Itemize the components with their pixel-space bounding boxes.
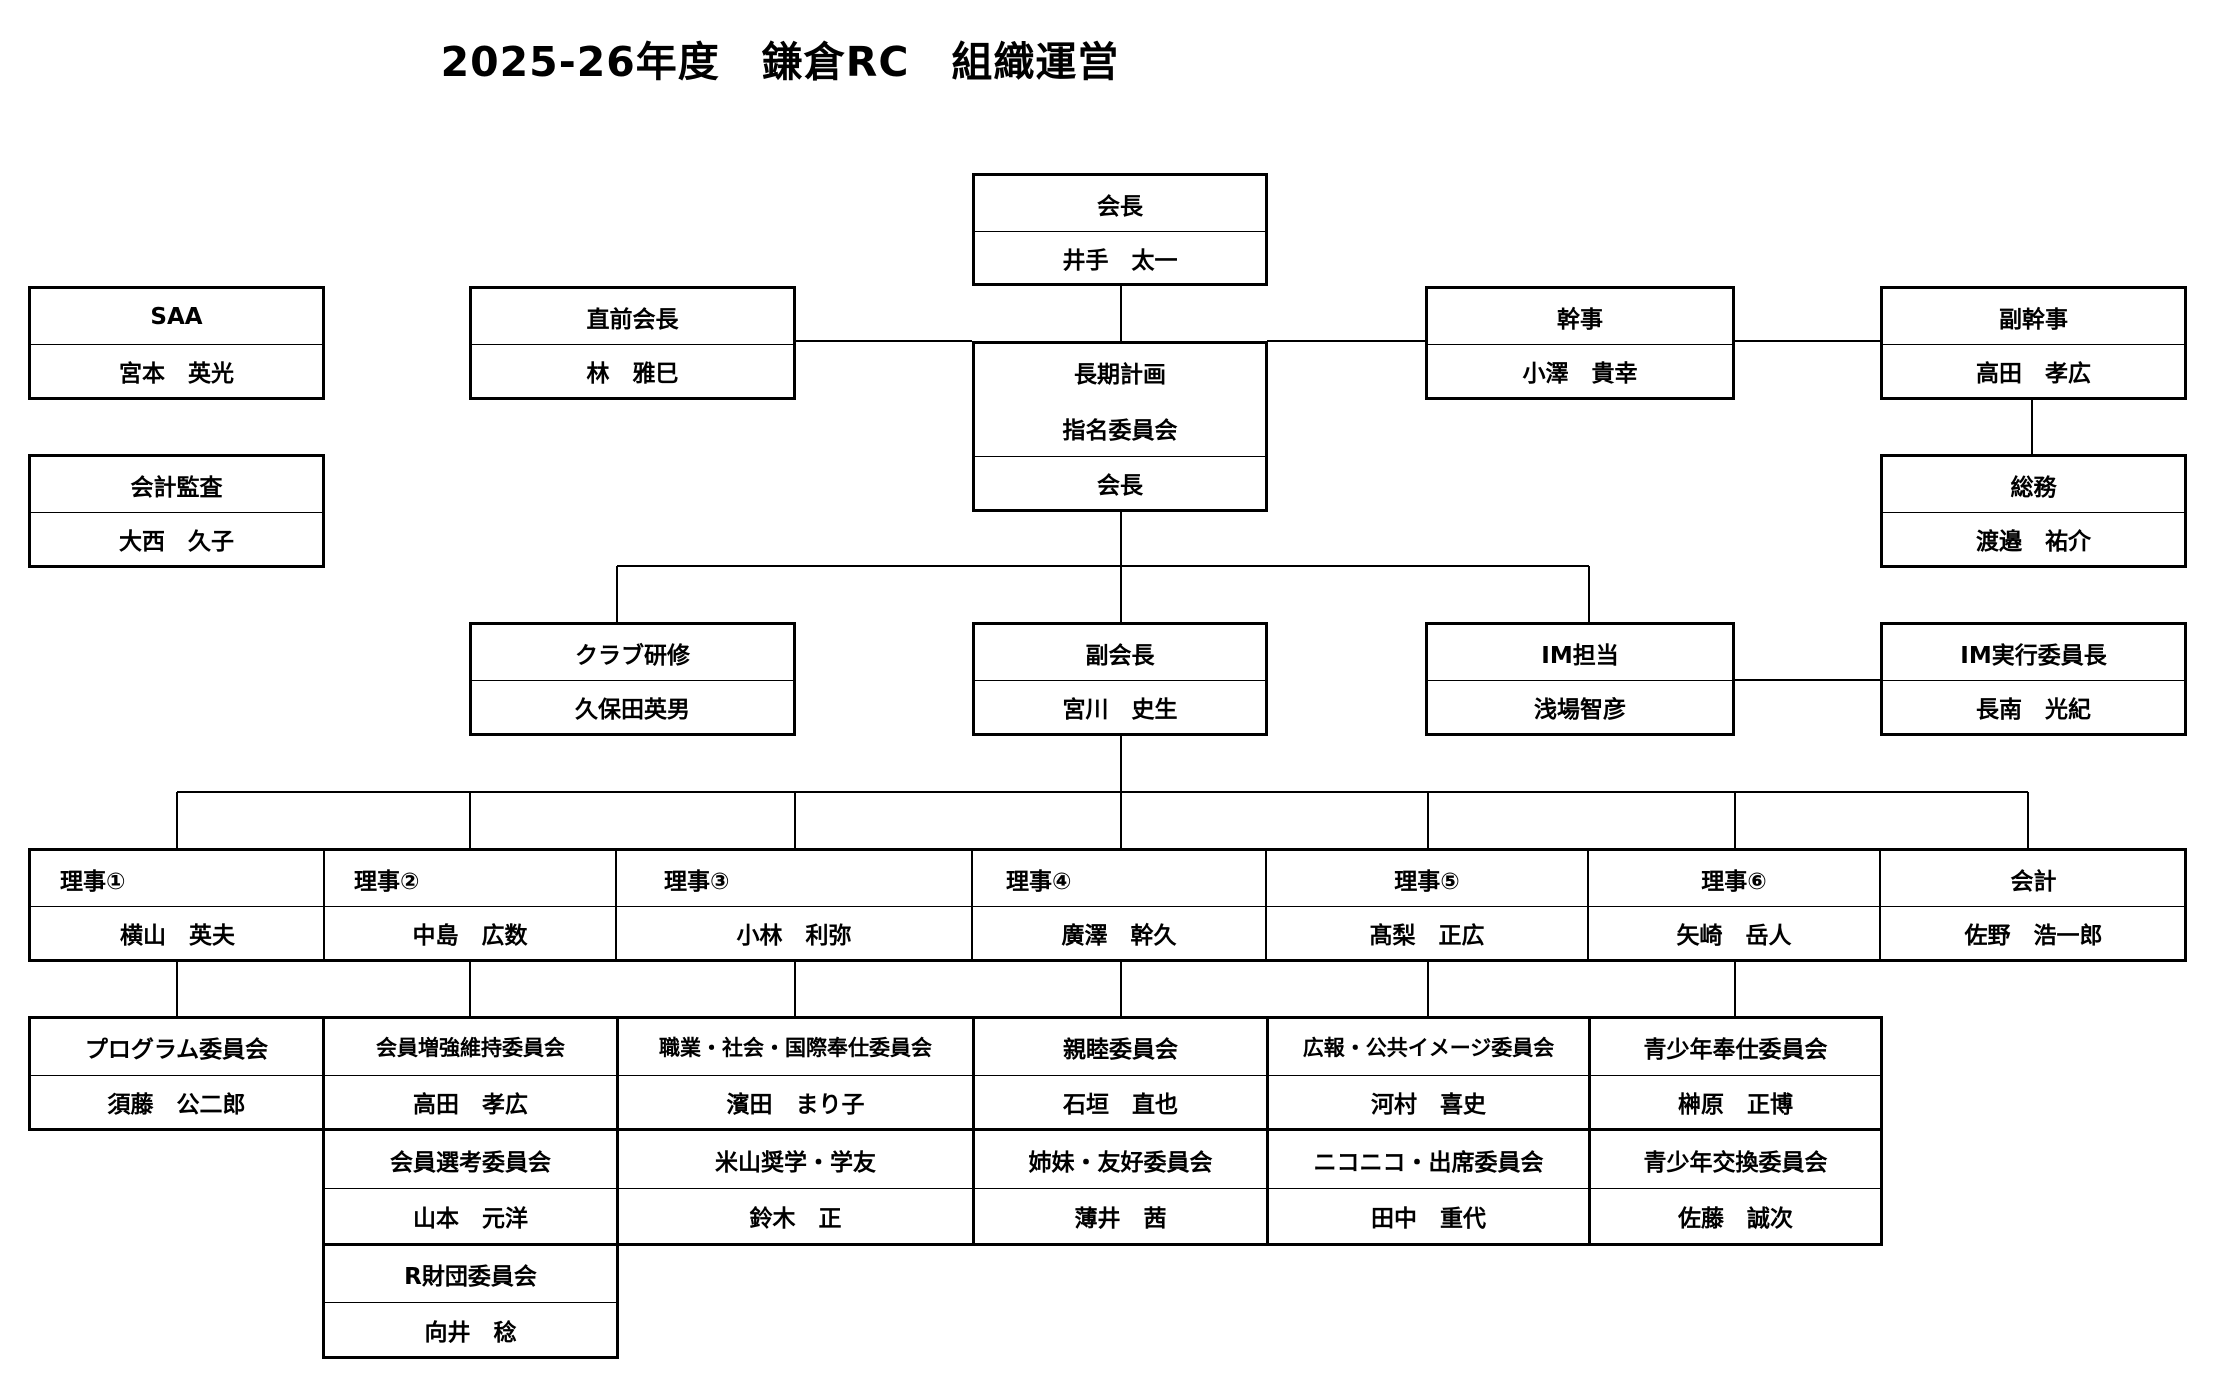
im-name: 浅場智彦 [1534,697,1626,723]
youth-exchange-committee-box: 青少年交換委員会 佐藤 誠次 [1588,1128,1883,1246]
director5-role: 理事⑤ [1394,869,1460,895]
director2-role: 理事② [354,869,420,895]
im-box: IM担当 浅場智彦 [1425,622,1735,736]
youth-service-committee-box: 青少年奉仕委員会 榊原 正博 [1588,1016,1883,1131]
fellowship-committee-name: 石垣 直也 [1063,1092,1178,1118]
director6-name: 矢崎 岳人 [1676,923,1792,949]
youth-service-committee-name: 榊原 正博 [1678,1092,1793,1118]
saa-name: 宮本 英光 [119,361,234,387]
vice-secretary-name: 高田 孝広 [1976,361,2091,387]
foundation-committee-role: R財団委員会 [325,1246,616,1303]
selection-committee-name: 山本 元洋 [413,1206,528,1232]
director4-role: 理事④ [1006,869,1072,895]
director6-role: 理事⑥ [1701,869,1767,895]
nomination-committee-role: 指名委員会 [975,400,1265,457]
president-name: 井手 太一 [1062,247,1178,274]
past-president-name: 林 雅巳 [586,361,679,387]
yoneyama-committee-name: 鈴木 正 [749,1206,842,1232]
secretary-role: 幹事 [1428,289,1732,345]
yoneyama-committee-box: 米山奨学・学友 鈴木 正 [616,1128,975,1246]
im-role: IM担当 [1428,625,1732,681]
past-president-role: 直前会長 [472,289,793,345]
fellowship-committee-role: 親睦委員会 [975,1019,1266,1076]
director1-role: 理事① [60,869,126,895]
secretary-name: 小澤 貴幸 [1522,361,1638,387]
saa-role: SAA [31,289,322,345]
club-training-name: 久保田英男 [575,697,690,723]
club-training-box: クラブ研修 久保田英男 [469,622,796,736]
sister-committee-role: 姉妹・友好委員会 [975,1131,1266,1189]
general-affairs-name: 渡邉 祐介 [1976,529,2091,555]
long-term-planning-name: 会長 [1097,473,1143,499]
program-committee-role: プログラム委員会 [31,1019,322,1076]
vice-president-name: 宮川 史生 [1062,697,1178,723]
vice-secretary-box: 副幹事 高田 孝広 [1880,286,2187,400]
vocational-committee-name: 濱田 まり子 [726,1092,865,1118]
vice-president-role: 副会長 [975,625,1265,681]
general-affairs-role: 総務 [1883,457,2184,513]
president-box: 会長 井手 太一 [972,173,1268,286]
treasurer-name: 佐野 浩一郎 [1964,923,2103,949]
director3-role: 理事③ [664,869,730,895]
sister-committee-name: 薄井 茜 [1074,1206,1167,1232]
director4-name: 廣澤 幹久 [1061,923,1177,949]
yoneyama-committee-role: 米山奨学・学友 [619,1131,972,1189]
foundation-committee-name: 向井 稔 [424,1319,517,1346]
im-chair-role: IM実行委員長 [1883,625,2184,681]
vocational-committee-role: 職業・社会・国際奉仕委員会 [619,1019,972,1076]
treasurer-role: 会計 [2010,869,2057,895]
youth-exchange-committee-role: 青少年交換委員会 [1591,1131,1880,1189]
club-training-role: クラブ研修 [472,625,793,681]
vice-president-box: 副会長 宮川 史生 [972,622,1268,736]
director3-name: 小林 利弥 [736,923,852,949]
nikoniko-committee-role: ニコニコ・出席委員会 [1269,1131,1588,1189]
pr-committee-role: 広報・公共イメージ委員会 [1269,1019,1588,1076]
nikoniko-committee-box: ニコニコ・出席委員会 田中 重代 [1266,1128,1591,1246]
general-affairs-box: 総務 渡邉 祐介 [1880,454,2187,568]
im-chair-box: IM実行委員長 長南 光紀 [1880,622,2187,736]
saa-box: SAA 宮本 英光 [28,286,325,400]
membership-committee-role: 会員増強維持委員会 [325,1019,616,1076]
youth-service-committee-role: 青少年奉仕委員会 [1591,1019,1880,1076]
vice-secretary-role: 副幹事 [1883,289,2184,345]
im-chair-name: 長南 光紀 [1976,697,2091,723]
youth-exchange-committee-name: 佐藤 誠次 [1678,1206,1793,1232]
director5-name: 髙梨 正広 [1369,923,1485,949]
pr-committee-box: 広報・公共イメージ委員会 河村 喜史 [1266,1016,1591,1131]
selection-committee-box: 会員選考委員会 山本 元洋 [322,1128,619,1246]
membership-committee-box: 会員増強維持委員会 高田 孝広 [322,1016,619,1131]
fellowship-committee-box: 親睦委員会 石垣 直也 [972,1016,1269,1131]
sister-committee-box: 姉妹・友好委員会 薄井 茜 [972,1128,1269,1246]
membership-committee-name: 高田 孝広 [413,1092,528,1118]
long-term-planning-role: 長期計画 [1074,362,1166,388]
director-row [28,848,2187,962]
program-committee-name: 須藤 公二郎 [107,1092,246,1118]
vocational-committee-box: 職業・社会・国際奉仕委員会 濱田 まり子 [616,1016,975,1131]
page-title: 2025-26年度 鎌倉RC 組織運営 [440,38,1120,86]
program-committee-box: プログラム委員会 須藤 公二郎 [28,1016,325,1131]
president-role: 会長 [975,176,1265,232]
selection-committee-role: 会員選考委員会 [325,1131,616,1189]
auditor-role: 会計監査 [31,457,322,513]
secretary-box: 幹事 小澤 貴幸 [1425,286,1735,400]
auditor-box: 会計監査 大西 久子 [28,454,325,568]
foundation-committee-box: R財団委員会 向井 稔 [322,1243,619,1359]
long-term-planning-box: 長期計画 指名委員会 会長 [972,341,1268,512]
past-president-box: 直前会長 林 雅巳 [469,286,796,400]
director2-name: 中島 広数 [412,923,528,949]
pr-committee-name: 河村 喜史 [1371,1092,1486,1118]
nikoniko-committee-name: 田中 重代 [1371,1206,1486,1232]
auditor-name: 大西 久子 [119,529,234,555]
director1-name: 横山 英夫 [120,923,235,949]
director-dividers [323,848,1881,962]
